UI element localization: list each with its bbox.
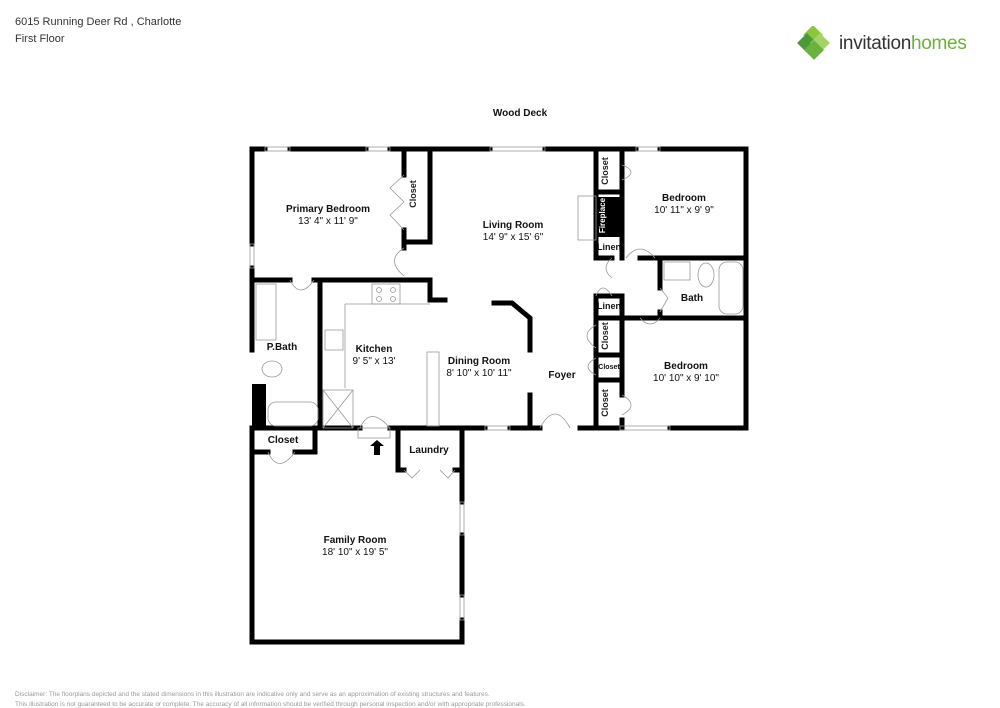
brand-logo: invitationhomes	[797, 26, 967, 62]
linen-upper: Linen	[597, 242, 621, 252]
floor-label: First Floor	[15, 33, 65, 45]
room-foyer: Foyer	[548, 370, 576, 381]
closet-bedroom2: Closet	[599, 389, 610, 417]
fireplace-label: Fireplace	[598, 197, 608, 234]
closet-hall: Closet	[599, 322, 610, 350]
closet-primary: Closet	[407, 180, 418, 208]
entry-arrow-icon	[370, 440, 384, 455]
room-pbath: P.Bath	[266, 342, 298, 353]
logo-word-homes: homes	[911, 33, 967, 54]
disclaimer-line-1: Disclaimer: The floorplans depicted and …	[15, 691, 490, 698]
closet-pbath: Closet	[267, 435, 299, 446]
logo-word-invitation: invitation	[839, 33, 911, 54]
fireplace	[596, 197, 620, 237]
linen-lower: Linen	[597, 301, 621, 311]
address: 6015 Running Deer Rd , Charlotte	[15, 16, 182, 28]
room-laundry: Laundry	[409, 445, 449, 456]
label-wood-deck: Wood Deck	[492, 108, 548, 119]
closet-foyer-small: Closet	[598, 364, 620, 371]
closet-bedroom1: Closet	[599, 157, 610, 185]
room-bath: Bath	[680, 293, 704, 304]
disclaimer-line-2: This illustration is not guaranteed to b…	[15, 701, 526, 708]
invitation-homes-logo-icon	[797, 26, 830, 60]
